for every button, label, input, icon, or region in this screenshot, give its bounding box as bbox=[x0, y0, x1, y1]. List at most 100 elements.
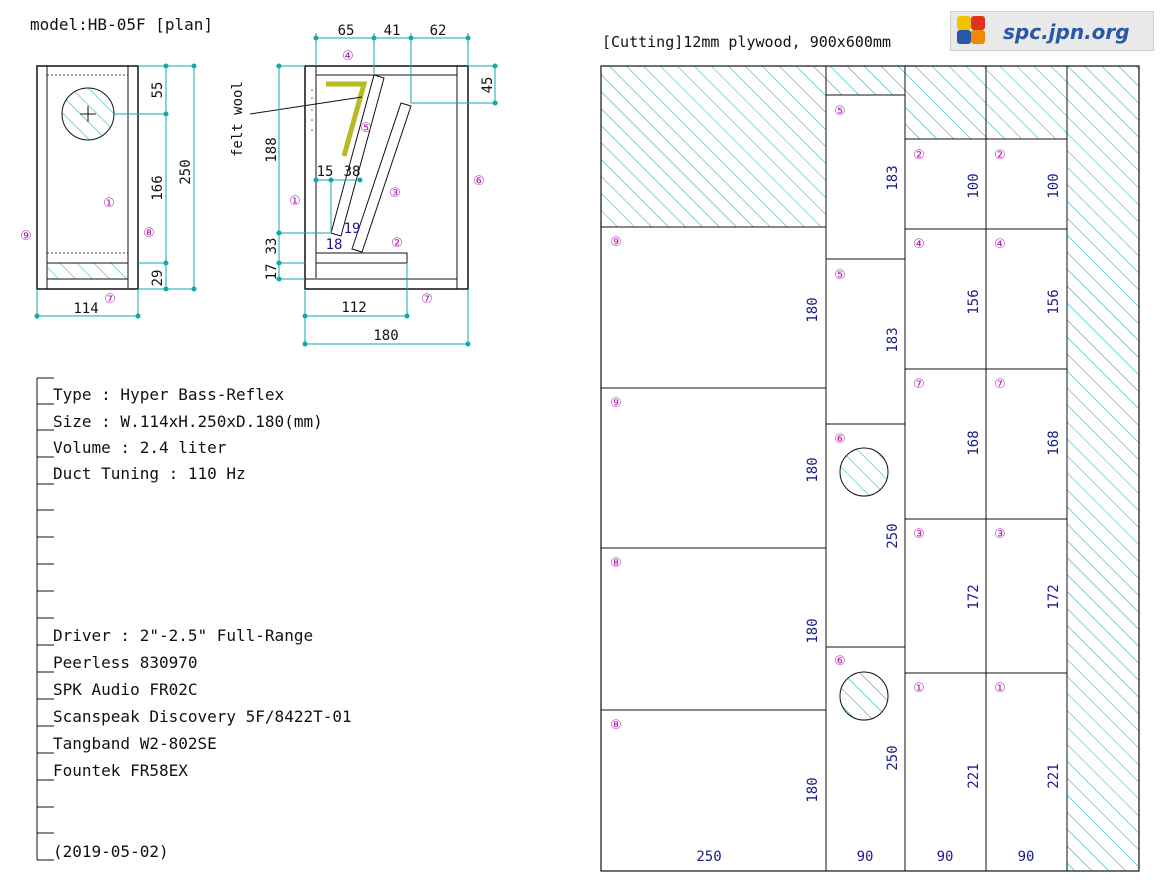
spec-type: Type : Hyper Bass-Reflex bbox=[53, 385, 285, 404]
dim-front-top: 55 bbox=[150, 82, 166, 99]
front-marker-center: ① bbox=[103, 196, 115, 211]
site-name: spc.jpn.org bbox=[1003, 20, 1130, 44]
cut-piece: ⑧ 180 bbox=[600, 547, 827, 711]
cut-piece-size: 172 bbox=[966, 584, 982, 609]
dim-side-17: 17 bbox=[264, 264, 280, 281]
width-label: 250 bbox=[696, 849, 721, 865]
dim-front-width: 114 bbox=[73, 301, 98, 317]
side-marker-shelf: ② bbox=[391, 236, 403, 251]
cut-piece-size: 221 bbox=[1046, 763, 1062, 788]
driver-scanspeak: Scanspeak Discovery 5F/8422T-01 bbox=[53, 707, 352, 726]
cut-piece-id: ⑧ bbox=[610, 718, 622, 733]
spec-date: (2019-05-02) bbox=[53, 842, 169, 861]
cut-piece-size: 100 bbox=[1046, 173, 1062, 198]
dim-front-bottom: 29 bbox=[150, 270, 166, 287]
felt-wool-shape bbox=[326, 81, 368, 157]
dim-side-188: 188 bbox=[264, 137, 280, 162]
side-marker-left: ① bbox=[289, 194, 301, 209]
waste-right-strip bbox=[1067, 66, 1139, 871]
dim-side-19: 19 bbox=[344, 221, 361, 237]
front-outline bbox=[36, 65, 139, 290]
driver-spk: SPK Audio FR02C bbox=[53, 680, 198, 699]
cut-piece-size: 180 bbox=[805, 457, 821, 482]
dim-side-38: 38 bbox=[344, 164, 361, 180]
cut-piece-id: ① bbox=[994, 681, 1006, 696]
front-bottom-hatch bbox=[46, 262, 129, 280]
cut-piece-size: 180 bbox=[805, 297, 821, 322]
driver-fountek: Fountek FR58EX bbox=[53, 761, 188, 780]
cut-piece-id: ⑤ bbox=[834, 104, 846, 119]
dim-side-18: 18 bbox=[326, 237, 343, 253]
site-logo[interactable]: spc.jpn.org bbox=[950, 11, 1154, 51]
cutting-diagram: ⑨ 180 ⑨ 180 ⑧ 180 ⑧ 180 ⑤ 183 ⑤ 183 bbox=[600, 65, 1140, 872]
cut-piece-id: ① bbox=[913, 681, 925, 696]
side-marker-bottom: ⑦ bbox=[421, 292, 433, 307]
side-view: felt wool bbox=[230, 23, 498, 347]
side-marker-right: ⑥ bbox=[473, 174, 485, 189]
cut-piece: ① 221 bbox=[904, 672, 987, 872]
driver-tangband: Tangband W2-802SE bbox=[53, 734, 217, 753]
side-marker-slant2: ③ bbox=[389, 186, 401, 201]
cut-piece: ⑤ 183 bbox=[825, 94, 906, 260]
cut-piece: ④ 156 bbox=[985, 228, 1068, 370]
cut-piece-size: 180 bbox=[805, 777, 821, 802]
bottom-panel bbox=[304, 278, 458, 290]
dim-side-180: 180 bbox=[373, 328, 398, 344]
cut-piece-size: 156 bbox=[966, 289, 982, 314]
driver-peerless: Peerless 830970 bbox=[53, 653, 198, 672]
cut-piece-size: 250 bbox=[885, 523, 901, 548]
side-marker-top: ④ bbox=[342, 49, 354, 64]
cut-piece-id: ② bbox=[994, 148, 1006, 163]
cut-piece-id: ⑨ bbox=[610, 235, 622, 250]
cut-piece-id: ⑧ bbox=[610, 556, 622, 571]
spec-size: Size : W.114xH.250xD.180(mm) bbox=[53, 412, 323, 431]
front-view: 55 166 29 250 114 ⑨ ⑧ ① ⑦ bbox=[20, 63, 197, 319]
width-label: 90 bbox=[1018, 849, 1035, 865]
cut-piece-size: 250 bbox=[885, 745, 901, 770]
cut-piece-size: 183 bbox=[885, 327, 901, 352]
dim-side-65: 65 bbox=[338, 23, 355, 39]
spc-logo-icon bbox=[957, 16, 985, 44]
cut-piece-id: ② bbox=[913, 148, 925, 163]
driver-hole bbox=[839, 447, 889, 497]
cut-piece-size: 168 bbox=[966, 430, 982, 455]
cut-piece-size: 183 bbox=[885, 165, 901, 190]
cut-piece: ⑦ 168 bbox=[904, 368, 987, 520]
cut-piece-id: ⑥ bbox=[834, 654, 846, 669]
cut-piece: ③ 172 bbox=[985, 518, 1068, 674]
spec-notes: Type : Hyper Bass-Reflex Size : W.114xH.… bbox=[36, 377, 352, 861]
spec-tuning: Duct Tuning : 110 Hz bbox=[53, 464, 246, 483]
front-marker-bottom: ⑦ bbox=[104, 292, 116, 307]
dim-side-41: 41 bbox=[384, 23, 401, 39]
cut-piece-size: 100 bbox=[966, 173, 982, 198]
cut-piece: ⑨ 180 bbox=[600, 387, 827, 549]
dim-front-middle: 166 bbox=[150, 175, 166, 200]
cut-piece: ⑥ 250 bbox=[825, 646, 906, 872]
cut-piece: ① 221 bbox=[985, 672, 1068, 872]
front-marker-left: ⑨ bbox=[20, 229, 32, 244]
waste-top-col2 bbox=[826, 66, 905, 95]
spec-volume: Volume : 2.4 liter bbox=[53, 438, 227, 457]
waste-top-left bbox=[601, 66, 826, 227]
dim-side-45: 45 bbox=[480, 77, 496, 94]
cut-piece: ② 100 bbox=[985, 138, 1068, 230]
cut-piece-id: ⑦ bbox=[913, 377, 925, 392]
spec-driver: Driver : 2"-2.5" Full-Range bbox=[53, 626, 313, 645]
slant-panel-3 bbox=[351, 102, 412, 253]
cut-piece-size: 168 bbox=[1046, 430, 1062, 455]
cut-piece-id: ③ bbox=[994, 527, 1006, 542]
cut-piece: ⑧ 180 bbox=[600, 709, 827, 872]
cut-piece-size: 221 bbox=[966, 763, 982, 788]
cut-piece-size: 172 bbox=[1046, 584, 1062, 609]
cut-piece: ⑨ 180 bbox=[600, 226, 827, 389]
dim-side-62: 62 bbox=[430, 23, 447, 39]
cut-piece: ⑥ 250 bbox=[825, 423, 906, 648]
front-marker-right: ⑧ bbox=[143, 226, 155, 241]
cut-piece: ② 100 bbox=[904, 138, 987, 230]
driver-hole bbox=[839, 671, 889, 721]
dim-front-height: 250 bbox=[178, 159, 194, 184]
cut-piece: ⑦ 168 bbox=[985, 368, 1068, 520]
cut-piece: ⑤ 183 bbox=[825, 258, 906, 425]
cutting-title: [Cutting]12mm plywood, 900x600mm bbox=[602, 33, 891, 51]
